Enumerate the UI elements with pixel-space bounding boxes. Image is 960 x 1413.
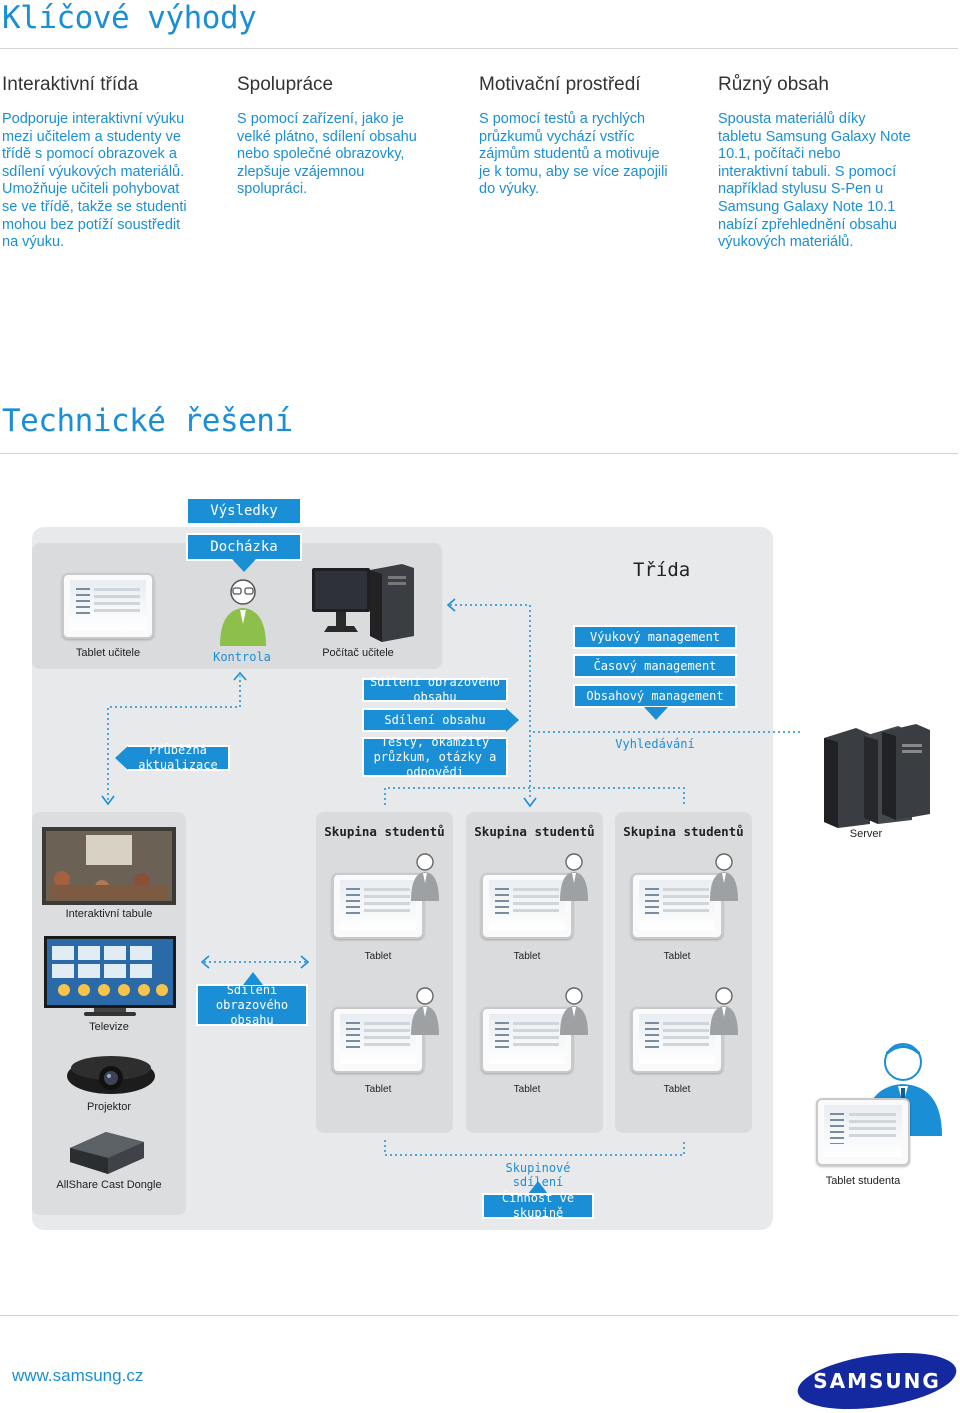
tag-casovy-management: Časový management [573,654,737,678]
tag-vysledky: Výsledky [186,497,302,525]
label-dongle: AllShare Cast Dongle [56,1179,162,1191]
tag-testy: Testy, okamžitý průzkum, otázky a odpově… [362,735,508,779]
student-tablet-image [332,873,424,939]
column-title-spoluprace: Spolupráce [237,74,334,95]
samsung-logo-text: SAMSUNG [813,1369,941,1393]
column-body-ruzny: Spousta materiálů díky tabletu Samsung G… [718,111,911,251]
column-body-spoluprace: S pomocí zařízení, jako je velké plátno,… [237,111,417,198]
footer-divider [0,1315,958,1316]
samsung-logo: SAMSUNG [796,1352,958,1410]
down-arrow-icon [644,707,668,720]
tag-sdileni-obrazoveho-obsahu-2: Sdílení obrazového obsahu [196,983,308,1027]
student-tablet-image [481,1007,573,1073]
label-tablet-ucitele: Tablet učitele [75,647,141,659]
student-icon [560,853,588,901]
interactive-board-image [42,827,176,905]
page-title: Klíčové výhody [2,0,257,36]
column-title-ruzny: Různý obsah [718,74,829,95]
student-tablet-image [631,873,723,939]
television-image [44,936,176,1016]
teacher-tablet-image [62,573,154,639]
dongle-image [70,1132,144,1174]
teacher-icon [220,579,266,646]
vyhledavani-label: Vyhledávání [615,737,695,751]
section-title: Technické řešení [2,403,293,439]
group-title-2: Skupina studentů [474,824,595,839]
label-tablet: Tablet [663,951,691,962]
down-arrow-icon [232,559,256,572]
label-tablet: Tablet [513,1084,541,1095]
label-tablet-studenta: Tablet studenta [825,1175,901,1187]
student-tablet-image [631,1007,723,1073]
tag-cinnost-ve-skupine: Činnost ve skupině [482,1191,594,1220]
group-title-3: Skupina studentů [623,824,744,839]
label-pocitac-ucitele: Počítač učitele [322,647,394,659]
student-tablet-blue-image [816,1098,910,1166]
label-televize: Televize [89,1021,129,1033]
student-tablet-image [332,1007,424,1073]
tag-sdileni-obsahu: Sdílení obsahu [362,708,508,732]
student-tablet-image [481,873,573,939]
up-arrow-icon [528,1181,548,1194]
student-icon [560,987,588,1035]
group-title-1: Skupina studentů [324,824,445,839]
column-title-motivacni: Motivační prostředí [479,74,641,95]
tag-sdileni-obrazoveho-obsahu: Sdílení obrazového obsahu [362,675,508,704]
label-projektor: Projektor [86,1101,132,1113]
teacher-computer-image [312,564,414,642]
footer-url-link[interactable]: www.samsung.cz [12,1366,144,1385]
student-icon [710,853,738,901]
student-icon [710,987,738,1035]
label-tablet: Tablet [513,951,541,962]
student-icon [411,987,439,1035]
divider [0,453,958,454]
left-arrow-icon [115,746,128,770]
student-icon [411,853,439,901]
column-title-interaktivni: Interaktivní třída [2,74,139,95]
right-arrow-icon [506,708,519,732]
server-image [824,724,930,828]
up-arrow-icon [243,972,263,985]
label-tablet: Tablet [364,951,392,962]
column-body-interaktivni: Podporuje interaktivní výuku mezi učitel… [2,111,187,251]
column-body-motivacni: S pomocí testů a rychlých průzkumů vychá… [479,111,668,198]
projector-image [67,1056,155,1094]
skupinove-sdileni-label: Skupinové sdílení [505,1161,571,1189]
kontrola-label: Kontrola [213,650,271,664]
tag-vyukovy-management: Výukový management [573,625,737,649]
label-interaktivni-tabule: Interaktivní tabule [65,908,153,920]
label-tablet: Tablet [663,1084,691,1095]
trida-label: Třída [633,559,691,581]
label-server: Server [849,828,883,840]
tag-prubezna-aktualizace: Průběžná aktualizace [126,743,230,772]
label-tablet: Tablet [364,1084,392,1095]
divider [0,48,958,49]
